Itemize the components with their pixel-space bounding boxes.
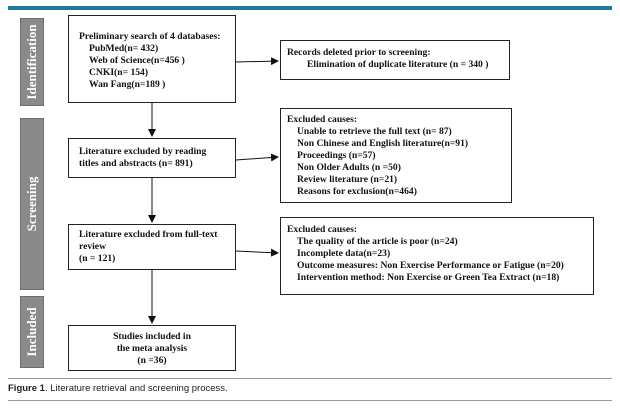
excluded-2-item: Incomplete data(n=23) (297, 248, 391, 259)
excluded-1-item: Unable to retrieve the full text (n= 87) (297, 126, 452, 137)
excluded-1-item: Non Older Adults (n =50) (297, 162, 401, 173)
figure-caption-text: . Literature retrieval and screening pro… (44, 383, 228, 394)
included-line2: the meta analysis (116, 343, 188, 354)
excluded-1-item: Non Chinese and English literature(n=91) (297, 138, 469, 149)
search-item-wos: Web of Science(n=456 ) (89, 55, 185, 66)
arrow-search-to-deleted (235, 57, 279, 66)
deleted-records-detail: Elimination of duplicate literature (n =… (307, 59, 489, 70)
title-abstract-line1: Literature excluded by reading (79, 146, 207, 157)
excluded-causes-box-2: Excluded causes: The quality of the arti… (280, 217, 594, 295)
included-studies-box: Studies included in the meta analysis (n… (68, 325, 236, 371)
arrow-fulltext-to-excluded2 (235, 248, 279, 257)
top-accent-bar (8, 6, 612, 10)
stage-included: Included (20, 296, 44, 368)
excluded-2-item: Outcome measures: Non Exercise Performan… (297, 260, 564, 271)
deleted-records-title: Records deleted prior to screening: (287, 47, 431, 58)
stage-screening: Screening (20, 118, 44, 290)
figure-caption-label: Figure 1 (8, 383, 45, 394)
excluded-causes-2-title: Excluded causes: (287, 224, 358, 235)
deleted-records-box: Records deleted prior to screening: Elim… (280, 40, 510, 80)
full-text-review-box: Literature excluded from full-text revie… (68, 224, 236, 270)
excluded-1-item: Review literature (n=21) (297, 174, 398, 185)
search-box: Preliminary search of 4 databases: PubMe… (68, 15, 236, 103)
caption-top-rule (8, 378, 612, 379)
excluded-causes-1-title: Excluded causes: (287, 114, 358, 125)
stage-identification: Identification (20, 18, 44, 106)
search-item-wanfang: Wan Fang(n=189 ) (89, 79, 166, 90)
excluded-1-item: Reasons for exclusion(n=464) (297, 186, 417, 197)
excluded-1-item: Proceedings (n=57) (297, 150, 376, 161)
caption-bottom-rule (8, 400, 612, 401)
figure-caption: Figure 1. Literature retrieval and scree… (8, 383, 228, 394)
excluded-2-item: The quality of the article is poor (n=24… (297, 236, 458, 247)
full-text-line3: (n = 121) (79, 253, 116, 264)
included-line1: Studies included in (113, 331, 191, 342)
full-text-line1: Literature excluded from full-text (79, 229, 218, 240)
search-box-title: Preliminary search of 4 databases: (79, 31, 221, 42)
excluded-2-item: Intervention method: Non Exercise or Gre… (297, 272, 560, 283)
title-abstract-screen-box: Literature excluded by reading titles an… (68, 138, 236, 178)
search-item-cnki: CNKI(n= 154) (89, 67, 149, 78)
full-text-line2: review (79, 241, 106, 252)
search-item-pubmed: PubMed(n= 432) (89, 43, 159, 54)
excluded-causes-box-1: Excluded causes: Unable to retrieve the … (280, 108, 512, 203)
title-abstract-line2: titles and abstracts (n= 891) (79, 158, 193, 169)
arrow-screening-to-excluded1 (235, 153, 279, 162)
included-line3: (n =36) (137, 355, 167, 366)
